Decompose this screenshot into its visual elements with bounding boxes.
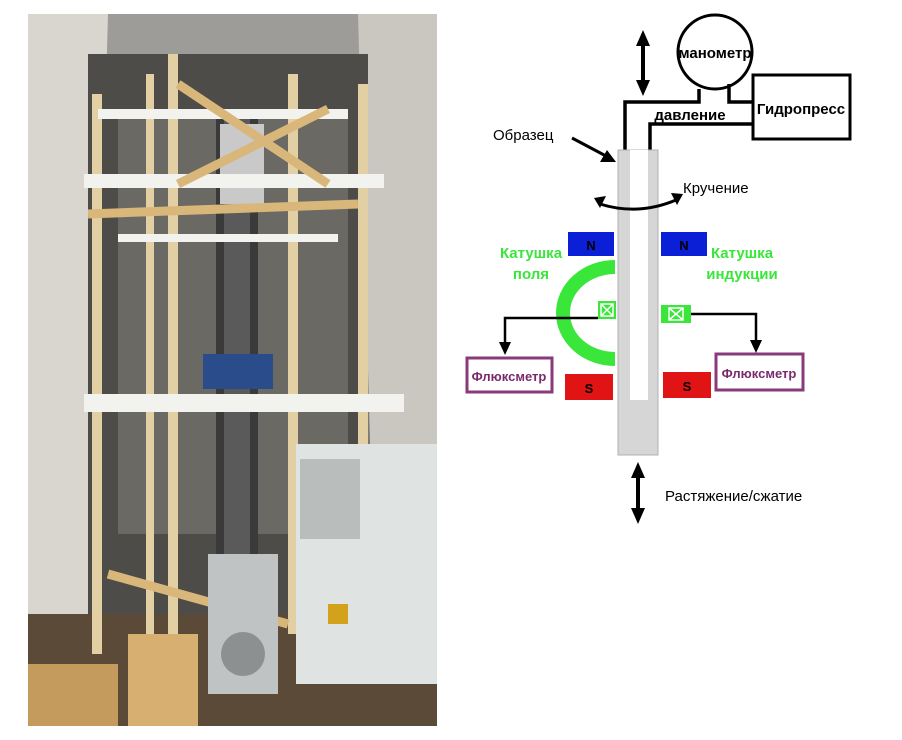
schematic-diagram: манометр Гидропресс давление Образец Кру… xyxy=(465,13,852,524)
pole-s-left-label: S xyxy=(585,381,594,396)
induction-coil-icon xyxy=(661,305,691,323)
hydropress-box xyxy=(751,73,852,141)
manometer-label: манометр xyxy=(678,45,751,62)
torsion-arrow xyxy=(594,193,683,211)
torsion-label: Кручение xyxy=(683,180,749,197)
pole-n-right xyxy=(661,232,707,256)
pressure-label: давление xyxy=(654,107,725,124)
field-coil-label-line1: Катушка xyxy=(500,245,563,262)
hydropress-label: Гидропресс xyxy=(757,101,845,118)
induction-coil-label-line2: индукции xyxy=(706,266,778,283)
field-coil-label-line2: поля xyxy=(513,266,549,283)
left-fluxmeter-wire xyxy=(499,316,598,355)
pressure-lines xyxy=(623,84,753,150)
fluxmeter-left-box xyxy=(465,356,554,394)
tension-compression-label: Растяжение/сжатие xyxy=(665,488,802,505)
fluxmeter-right-label: Флюксметр xyxy=(722,366,797,381)
apparatus-photo xyxy=(28,14,437,726)
right-fluxmeter-wire xyxy=(691,312,762,353)
field-coil-ring xyxy=(556,260,616,366)
specimen-core xyxy=(630,150,648,400)
fluxmeter-left-label: Флюксметр xyxy=(472,369,547,384)
pole-n-left-label: N xyxy=(586,238,595,253)
field-coil-sensor-icon xyxy=(598,301,616,319)
induction-coil-label-line1: Катушка xyxy=(711,245,774,262)
pole-s-right-label: S xyxy=(683,379,692,394)
vertical-motion-arrow-bottom xyxy=(631,462,645,524)
fluxmeter-right-box xyxy=(714,352,805,392)
manometer-gauge xyxy=(676,13,754,91)
pole-s-right xyxy=(663,372,711,398)
pole-s-left xyxy=(565,374,613,400)
pole-n-left xyxy=(568,232,614,256)
specimen-pointer-arrow xyxy=(571,136,616,162)
vertical-motion-arrow-top xyxy=(636,30,650,96)
specimen-label: Образец xyxy=(493,127,554,144)
pole-n-right-label: N xyxy=(679,238,688,253)
